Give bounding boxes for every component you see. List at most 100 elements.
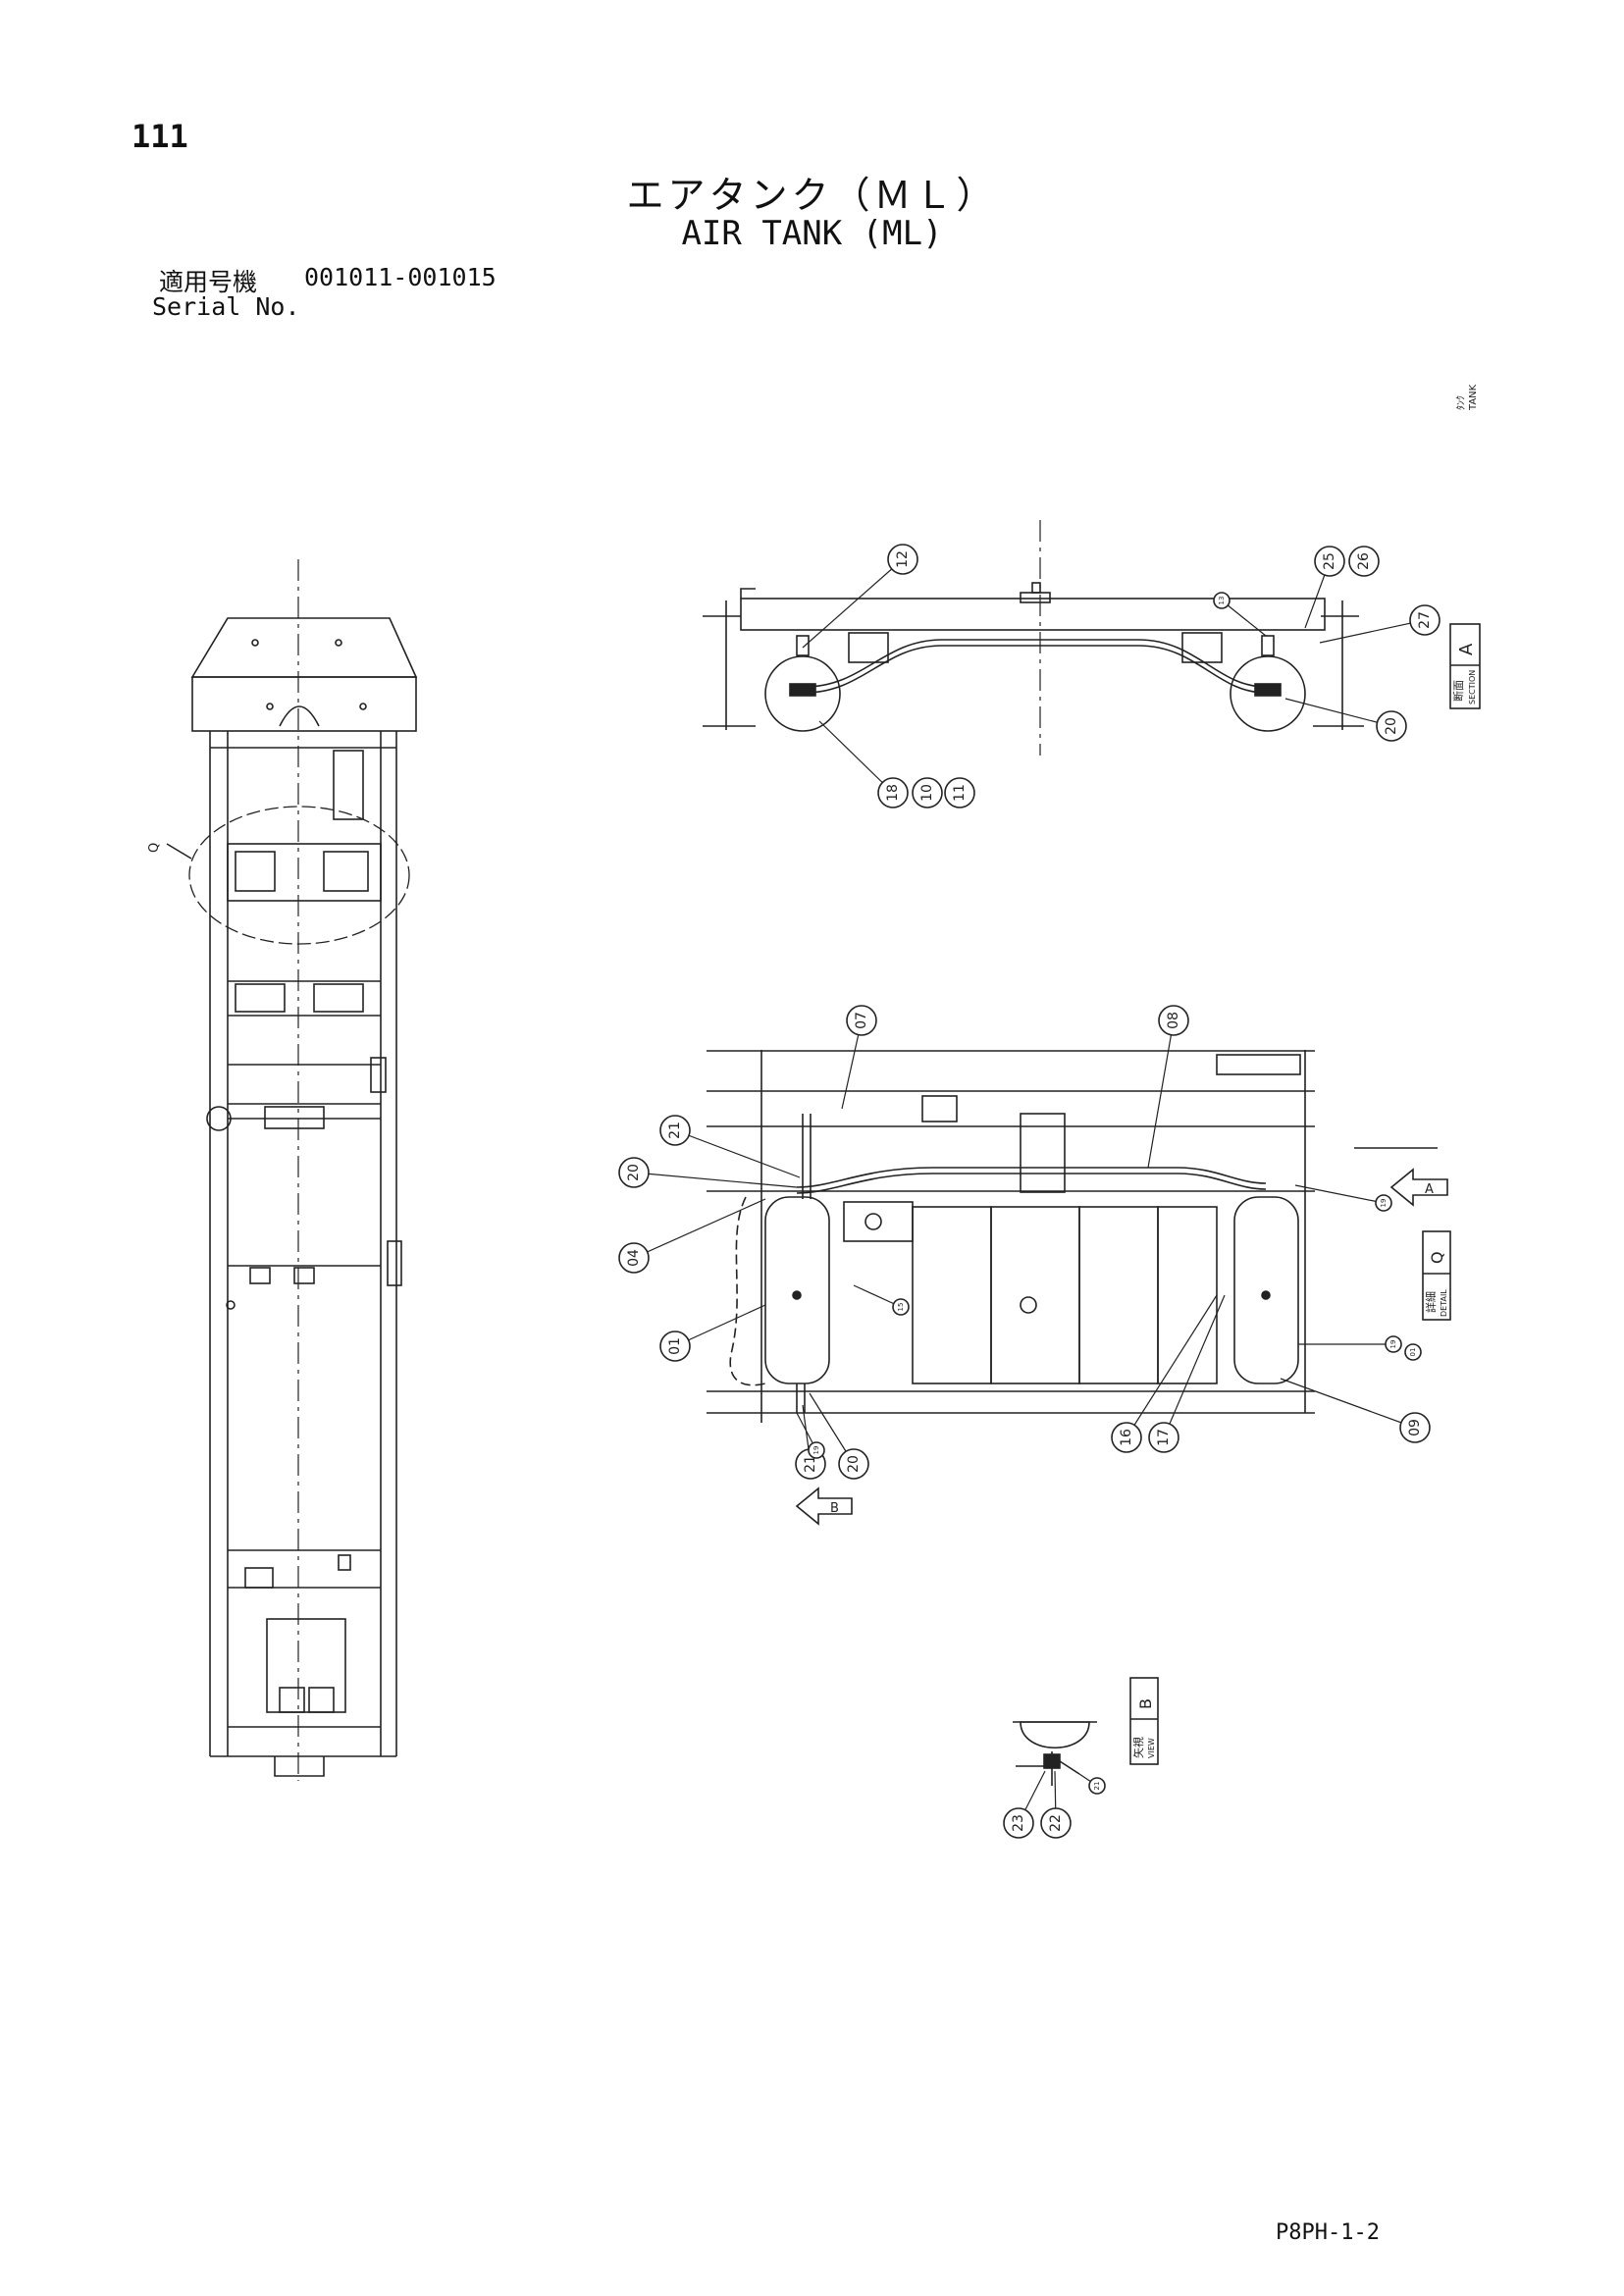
section-callout-25: 25 — [1304, 546, 1345, 629]
detail-view-tag: 詳細 DETAIL Q — [1422, 1230, 1451, 1321]
detail-callout-01-14: 01 — [1404, 1343, 1422, 1361]
detail-callout-19-13: 19 — [1298, 1335, 1402, 1353]
view-b-callout-22-label: 22 — [1048, 1814, 1064, 1832]
detail-callout-15-6-label: 15 — [897, 1303, 905, 1312]
detail-callout-01-14-circle — [1404, 1343, 1422, 1361]
detail-callout-09-15-circle — [1399, 1412, 1431, 1443]
section-callout-12: 12 — [802, 544, 918, 649]
view-a-arrow: A — [1389, 1168, 1448, 1207]
section-callout-12-leader — [802, 558, 904, 649]
detail-callout-19-10-label: 19 — [812, 1446, 820, 1455]
section-callout-20-label: 20 — [1384, 717, 1399, 735]
detail-callout-04-4: 04 — [618, 1198, 766, 1274]
detail-left-tank — [764, 1196, 830, 1384]
detail-callout-07-0-label: 07 — [854, 1012, 869, 1029]
view-b-callout-21-label: 21 — [1093, 1782, 1101, 1791]
view-b-callout-21-circle — [1088, 1777, 1106, 1795]
section-callout-18-label: 18 — [885, 784, 901, 802]
section-callout-26: 26 — [1348, 546, 1380, 577]
section-callout-20: 20 — [1284, 698, 1407, 742]
view-b-arrow: B — [795, 1487, 853, 1526]
detail-callout-17-12: 17 — [1148, 1294, 1226, 1453]
detail-callout-09-15-leader — [1280, 1378, 1416, 1429]
detail-callout-16-11-leader — [1126, 1294, 1218, 1438]
detail-callout-08-1-leader — [1147, 1019, 1175, 1169]
detail-callout-15-6: 15 — [853, 1284, 910, 1316]
detail-callout-09-15-label: 09 — [1407, 1419, 1423, 1436]
section-callout-25-label: 25 — [1322, 552, 1337, 570]
detail-callout-19-13-circle — [1385, 1335, 1402, 1353]
detail-view: A B — [707, 1050, 1448, 1526]
section-callout-27: 27 — [1319, 604, 1441, 644]
detail-area-circle — [188, 806, 410, 945]
detail-tag-jp: 詳細 — [1424, 1291, 1438, 1313]
detail-callout-07-0-circle — [846, 1005, 877, 1036]
section-right-tank — [1230, 655, 1306, 732]
detail-callout-17-12-leader — [1163, 1294, 1226, 1438]
detail-callout-21-2-circle — [659, 1115, 691, 1146]
section-tag-en: SECTION — [1468, 670, 1477, 704]
page-title-english: AIR TANK (ML) — [681, 214, 943, 253]
detail-callout-21-8: 21 — [795, 1404, 826, 1480]
detail-callout-16-11-circle — [1111, 1422, 1142, 1453]
detail-callout-01-5-label: 01 — [667, 1337, 683, 1355]
detail-callout-20-3: 20 — [618, 1157, 798, 1188]
tank-note-jp: ﾀﾝｸ — [1455, 395, 1467, 410]
view-b-callout-23-label: 23 — [1011, 1814, 1026, 1832]
section-callout-11-circle — [944, 777, 975, 809]
section-callout-10: 10 — [912, 777, 943, 809]
section-callout-13-leader — [1221, 600, 1267, 637]
view-a-letter: A — [1425, 1182, 1434, 1197]
section-callout-27-leader — [1319, 619, 1426, 644]
section-callout-12-label: 12 — [895, 550, 911, 568]
detail-callout-17-12-circle — [1148, 1422, 1179, 1453]
section-callout-25-circle — [1314, 546, 1345, 577]
detail-tag-letter: Q — [1428, 1251, 1446, 1264]
detail-tag-en: DETAIL — [1440, 1289, 1448, 1317]
detail-callout-21-8-label: 21 — [803, 1455, 818, 1473]
detail-callout-08-1-label: 08 — [1166, 1012, 1181, 1029]
section-callout-13-circle — [1213, 592, 1231, 609]
frame-overview: Q — [147, 559, 418, 1781]
view-b-tag-letter: B — [1136, 1698, 1155, 1709]
detail-callout-09-15: 09 — [1280, 1378, 1431, 1443]
detail-callout-04-4-circle — [618, 1242, 650, 1274]
detail-callout-19-7-circle — [1375, 1194, 1392, 1212]
section-left-tank — [764, 655, 841, 732]
detail-right-tank — [1233, 1196, 1299, 1384]
section-callout-18: 18 — [818, 720, 909, 809]
tank-note-en: TANK — [1468, 384, 1479, 411]
detail-callout-20-3-leader — [633, 1172, 798, 1188]
view-b-tag-jp: 矢視 — [1131, 1737, 1145, 1758]
section-tag-letter: A — [1456, 643, 1477, 655]
detail-callout-01-14-label: 01 — [1409, 1348, 1417, 1357]
detail-callout-20-3-label: 20 — [626, 1164, 642, 1181]
detail-callout-19-7-label: 19 — [1380, 1199, 1388, 1208]
page-title-japanese: エアタンク（ＭＬ） — [626, 174, 998, 217]
section-callout-12-circle — [887, 544, 918, 575]
section-callout-11: 11 — [944, 777, 975, 809]
detail-callout-07-0: 07 — [841, 1005, 877, 1110]
section-callout-20-circle — [1376, 710, 1407, 742]
view-b-drawing — [1013, 1721, 1097, 1786]
detail-callout-08-1-circle — [1158, 1005, 1189, 1036]
detail-callout-19-10-circle — [808, 1441, 825, 1459]
detail-callout-01-5-leader — [674, 1304, 766, 1347]
detail-callout-21-2-label: 21 — [667, 1122, 683, 1139]
detail-callout-16-11-label: 16 — [1119, 1429, 1134, 1446]
section-callout-13-label: 13 — [1218, 597, 1226, 605]
view-b-letter: B — [830, 1501, 839, 1516]
detail-callout-21-2-leader — [674, 1129, 801, 1178]
view-b-callout-21: 21 — [1078, 1773, 1106, 1795]
page-number: 111 — [131, 118, 188, 155]
section-callout-26-circle — [1348, 546, 1380, 577]
detail-callout-15-6-leader — [853, 1284, 902, 1308]
detail-callout-16-11: 16 — [1111, 1294, 1218, 1453]
section-callout-13: 13 — [1213, 592, 1267, 637]
tank-note: ﾀﾝｸ TANK — [1455, 384, 1479, 411]
section-callout-20-leader — [1284, 698, 1392, 727]
view-b-callout-22: 22 — [1040, 1770, 1072, 1839]
detail-callout-19-10: 19 — [796, 1412, 825, 1459]
detail-callout-20-3-circle — [618, 1157, 650, 1188]
